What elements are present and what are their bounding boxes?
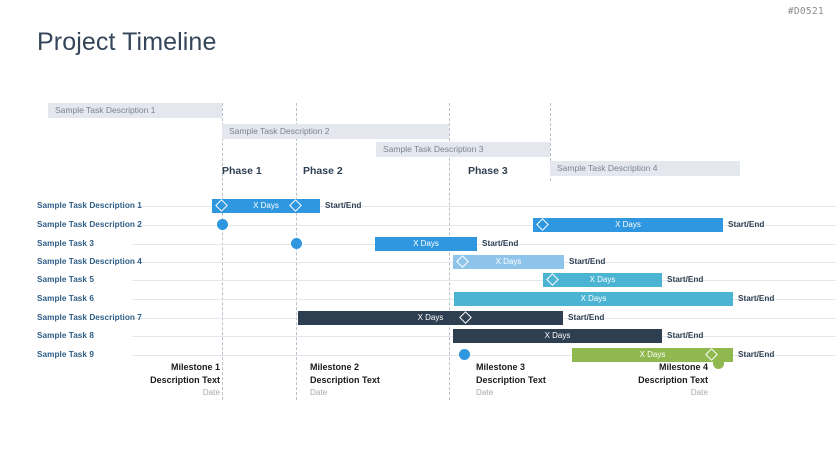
milestone-description: Description Text xyxy=(476,374,546,385)
milestone-description: Description Text xyxy=(150,374,220,385)
document-id-label: #D0521 xyxy=(787,6,824,17)
task-bar-3[interactable]: X Days xyxy=(375,237,477,251)
task-bar-7[interactable]: X Days xyxy=(298,311,563,325)
gridline-1 xyxy=(222,103,223,400)
bar-duration-label: X Days xyxy=(639,350,666,359)
task-label-2: Sample Task Description 2 xyxy=(37,220,142,229)
start-end-label-8: Start/End xyxy=(667,331,704,340)
bar-duration-label: X Days xyxy=(253,201,279,210)
header-bar-4: Sample Task Description 4 xyxy=(550,161,740,176)
task-label-1: Sample Task Description 1 xyxy=(37,201,142,210)
milestone-date: Date xyxy=(202,388,220,397)
task-bar-6[interactable]: X Days xyxy=(454,292,733,306)
start-end-label-3: Start/End xyxy=(482,239,519,248)
start-end-label-2: Start/End xyxy=(728,220,765,229)
row-separator-1 xyxy=(132,206,836,207)
gridline-2 xyxy=(296,103,297,400)
milestone-description: Description Text xyxy=(638,374,708,385)
bar-duration-label: X Days xyxy=(580,294,607,303)
start-end-label-4: Start/End xyxy=(569,257,606,266)
task-label-3: Sample Task 3 xyxy=(37,239,94,248)
start-end-label-7: Start/End xyxy=(568,313,605,322)
task-bar-1[interactable]: X Days xyxy=(212,199,320,213)
task-bar-4[interactable]: X Days xyxy=(453,255,564,269)
header-bar-2: Sample Task Description 2 xyxy=(222,124,449,139)
bar-duration-label: X Days xyxy=(417,313,444,322)
row-separator-2 xyxy=(132,225,836,226)
milestone-dot-marker xyxy=(459,349,470,360)
header-bar-3: Sample Task Description 3 xyxy=(376,142,550,157)
milestone-date: Date xyxy=(690,388,708,397)
start-end-label-9: Start/End xyxy=(738,350,775,359)
milestone-dot-marker xyxy=(291,238,302,249)
task-bar-9[interactable]: X Days xyxy=(572,348,733,362)
phase-label-3: Phase 3 xyxy=(468,165,508,177)
milestone-title: Milestone 3 xyxy=(476,362,526,372)
start-end-label-6: Start/End xyxy=(738,294,775,303)
page-title: Project Timeline xyxy=(37,28,217,56)
task-bar-5[interactable]: X Days xyxy=(543,273,662,287)
task-bar-2[interactable]: X Days xyxy=(533,218,723,232)
phase-label-1: Phase 1 xyxy=(222,165,262,177)
start-end-label-5: Start/End xyxy=(667,275,704,284)
milestone-date: Date xyxy=(310,388,328,397)
phase-label-2: Phase 2 xyxy=(303,165,343,177)
task-label-6: Sample Task 6 xyxy=(37,294,94,303)
task-label-5: Sample Task 5 xyxy=(37,275,94,284)
task-label-7: Sample Task Description 7 xyxy=(37,313,142,322)
header-bar-1: Sample Task Description 1 xyxy=(48,103,222,118)
milestone-title: Milestone 2 xyxy=(310,362,360,372)
gridline-3 xyxy=(449,103,450,400)
milestone-title: Milestone 1 xyxy=(170,362,220,372)
row-separator-9 xyxy=(132,355,836,356)
row-separator-3 xyxy=(132,244,836,245)
start-end-label-1: Start/End xyxy=(325,201,362,210)
task-label-4: Sample Task Description 4 xyxy=(37,257,142,266)
bar-duration-label: X Days xyxy=(495,257,522,266)
row-separator-5 xyxy=(132,280,836,281)
milestone-description: Description Text xyxy=(310,374,380,385)
milestone-dot-marker xyxy=(217,219,228,230)
milestone-title: Milestone 4 xyxy=(658,362,708,372)
bar-duration-label: X Days xyxy=(413,239,439,248)
milestone-date: Date xyxy=(476,388,494,397)
milestone-footer-dot xyxy=(713,358,724,369)
bar-duration-label: X Days xyxy=(615,220,641,229)
bar-duration-label: X Days xyxy=(589,275,616,284)
task-label-9: Sample Task 9 xyxy=(37,350,94,359)
task-bar-8[interactable]: X Days xyxy=(453,329,662,343)
gridline-4 xyxy=(550,103,551,181)
task-label-8: Sample Task 8 xyxy=(37,331,94,340)
bar-duration-label: X Days xyxy=(544,331,571,340)
